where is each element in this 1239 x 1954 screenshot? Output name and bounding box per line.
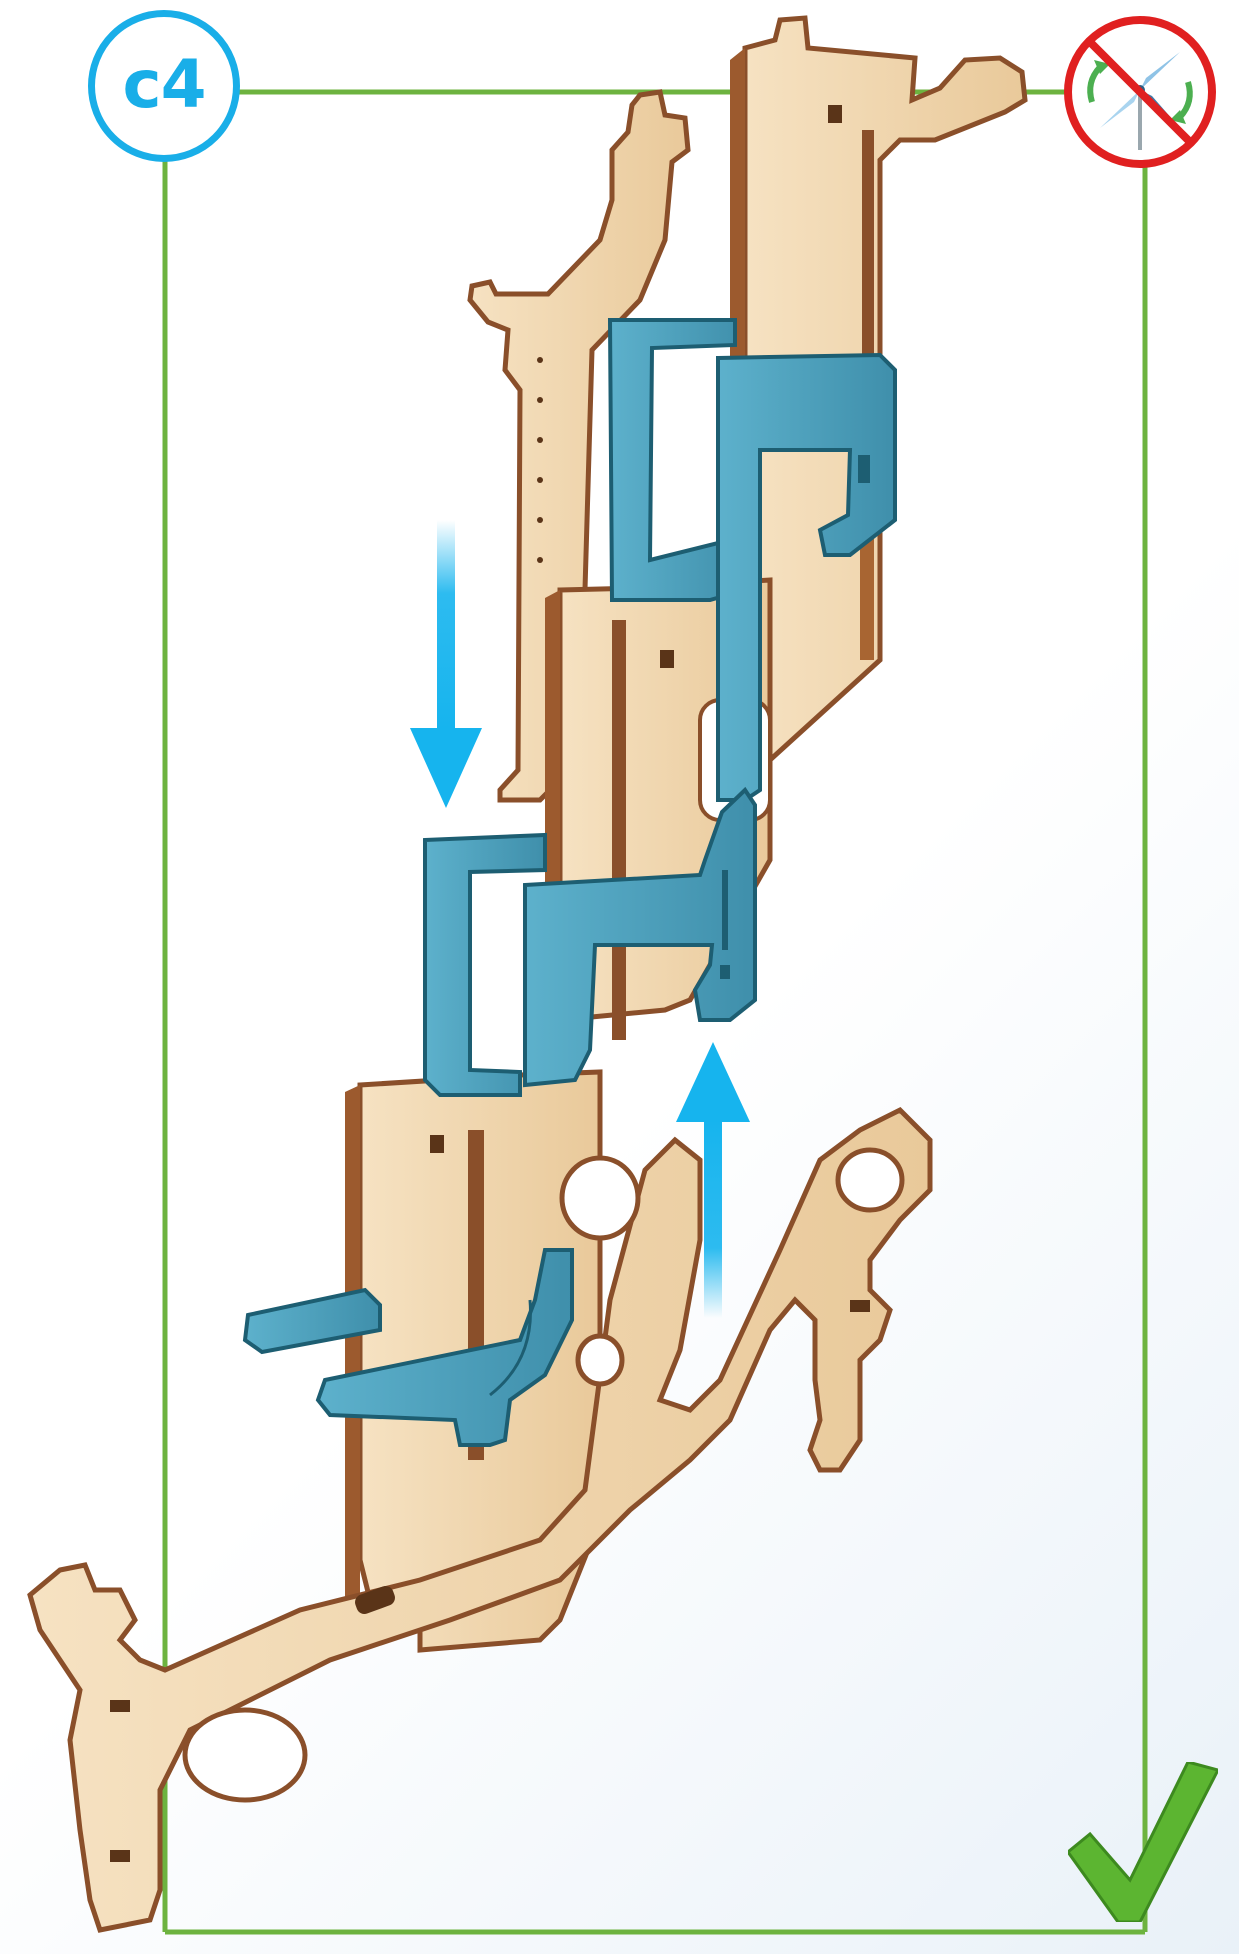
step-number-badge: c4 — [88, 10, 240, 162]
step-label: c4 — [122, 46, 205, 123]
checkmark-icon — [1068, 1762, 1218, 1922]
arrow-down-icon — [410, 520, 482, 808]
no-pinwheel-icon — [1060, 12, 1220, 172]
